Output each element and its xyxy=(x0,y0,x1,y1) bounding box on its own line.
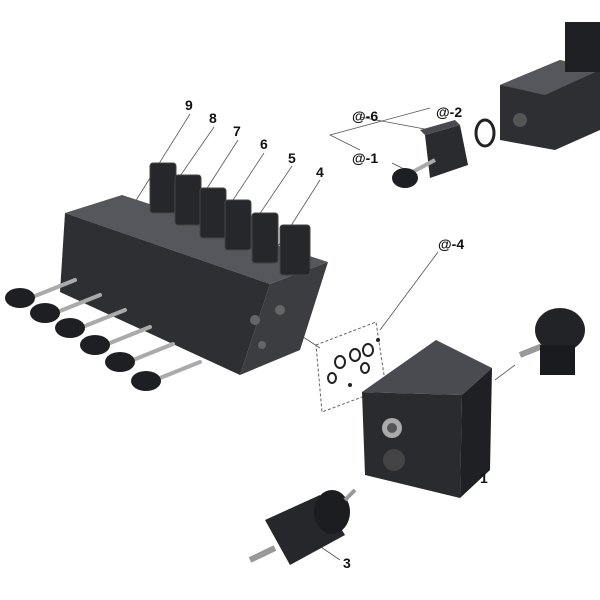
o-ring xyxy=(474,118,496,148)
callout-6: 6 xyxy=(260,136,268,152)
solenoid-block-top xyxy=(500,22,600,150)
callout-module: @-6 xyxy=(352,108,379,124)
callout-5: 5 xyxy=(288,150,296,166)
valve-body xyxy=(362,340,492,498)
cartridge xyxy=(248,488,357,565)
leader-lines xyxy=(129,107,516,561)
solenoid-right xyxy=(518,308,585,375)
callout-9: 9 xyxy=(185,97,193,113)
main-valve-stack xyxy=(5,162,328,391)
callout-handle: @-1 xyxy=(352,150,379,166)
callout-oring: @-2 xyxy=(436,104,463,120)
hand-valve-module xyxy=(392,120,468,188)
callout-cartridge: 3 xyxy=(343,555,351,571)
callout-body: 1 xyxy=(480,470,488,486)
callout-8: 8 xyxy=(209,110,217,126)
callout-7: 7 xyxy=(233,123,241,139)
callout-4: 4 xyxy=(316,164,324,180)
callout-seal-kit: @-4 xyxy=(438,236,465,252)
